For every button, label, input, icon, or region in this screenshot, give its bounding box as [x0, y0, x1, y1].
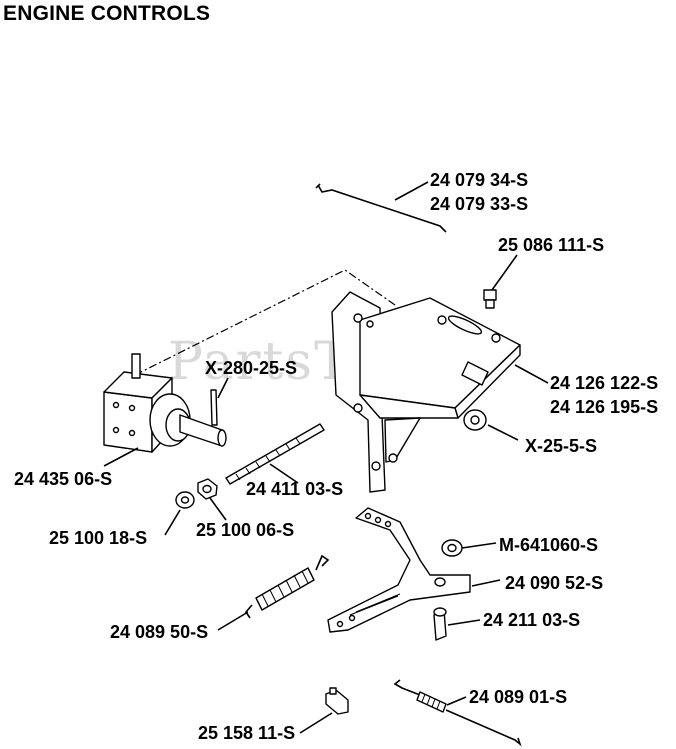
cable-spring-part [393, 679, 522, 747]
label-throttle-rod-2: 24 079 33-S [430, 194, 529, 214]
washer-part [463, 409, 487, 431]
lever-part [327, 507, 471, 633]
label-bracket-2: 24 126 195-S [550, 397, 659, 417]
label-solenoid: 24 435 06-S [14, 469, 113, 489]
page-title: ENGINE CONTROLS [3, 2, 211, 25]
label-bracket-1: 24 126 122-S [550, 373, 659, 393]
shoulder-bolt-part [433, 607, 447, 641]
label-nut-1: 25 100 18-S [49, 528, 148, 548]
label-nut-2: 25 100 06-S [196, 520, 295, 540]
nut-25-100-06-part [197, 478, 218, 500]
spring-part [244, 554, 330, 619]
pin-part [210, 389, 218, 426]
label-threaded-rod: 24 411 03-S [246, 479, 344, 499]
bolt-part [483, 289, 497, 309]
label-bolt: 25 086 111-S [498, 235, 605, 255]
assembly-dashed-line [134, 269, 396, 376]
solenoid-part [103, 353, 227, 453]
label-throttle-rod-1: 24 079 34-S [430, 170, 529, 190]
label-shoulder-bolt: 24 211 03-S [483, 610, 581, 630]
bracket-part [331, 291, 521, 493]
label-pin: X-280-25-S [205, 358, 298, 378]
clip-part [325, 687, 349, 715]
label-clip: 25 158 11-S [198, 723, 296, 743]
threaded-rod-part [225, 423, 325, 485]
label-lever: 24 090 52-S [505, 573, 604, 593]
throttle-rod-part [315, 183, 447, 233]
label-cable-spring: 24 089 01-S [469, 687, 568, 707]
label-spring: 24 089 50-S [110, 622, 209, 642]
locknut-part [441, 539, 463, 557]
label-washer: X-25-5-S [525, 436, 598, 456]
nut-25-100-18-part [175, 491, 195, 509]
leader-lines [103, 181, 549, 734]
label-locknut: M-641060-S [499, 535, 599, 555]
